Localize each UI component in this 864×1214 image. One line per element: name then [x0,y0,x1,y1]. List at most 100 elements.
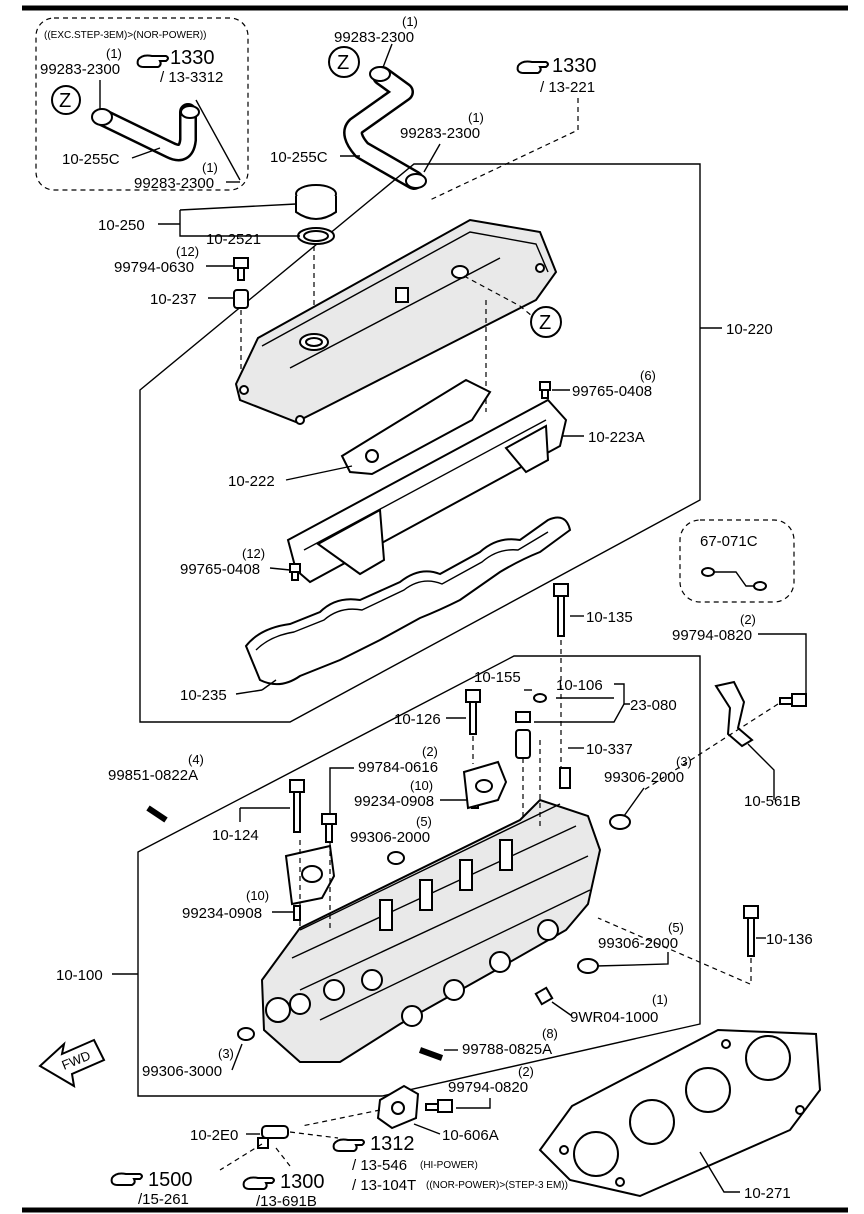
label-99234-b: 99234-0908 [182,905,262,922]
bolt-99794-0820-a [779,693,807,707]
label-67-071c: 67-071C [700,533,758,550]
nut-seal [515,711,531,723]
bolt-10-136 [743,905,759,957]
gasket-10-235 [244,516,572,686]
ref-1300: 1300 [280,1171,325,1193]
qty-99765-a: (6) [640,368,656,383]
qty-99306-a: (3) [676,754,692,769]
label-99794-0820-b: 99794-0820 [448,1079,528,1096]
z-marker-b-label: Z [337,52,349,74]
qty-99306-d: (3) [218,1046,234,1061]
plug-99306-d [237,1027,255,1041]
label-10-250: 10-250 [98,217,145,234]
ref-1330-a: 1330 [170,47,215,69]
qty-99234-a: (10) [410,778,433,793]
bracket-10-561b [714,680,754,748]
hand-pointer-icon [110,1172,143,1186]
ref-1330-b: 1330 [552,55,597,77]
label-99283-d: 99283-2300 [400,125,480,142]
label-10-223a: 10-223A [588,429,645,446]
z-marker-b [328,46,360,78]
variant-box-67-071c [679,519,795,603]
bolt-99794-0820-b [425,1099,453,1113]
label-10-2521: 10-2521 [206,231,261,248]
label-99306-d: 99306-3000 [142,1063,222,1080]
gasket-10-606a [376,1084,420,1130]
ref-1300-sub: /13-691B [256,1193,317,1210]
label-99784: 99784-0616 [358,759,438,776]
ref-1330-a-sub: / 13-3312 [160,69,223,86]
qty-99234-b: (10) [246,888,269,903]
qty-99283-a: (1) [106,46,122,61]
bolt-10-126 [465,689,481,735]
label-10-235: 10-235 [180,687,227,704]
label-10-255c-a: 10-255C [62,151,120,168]
label-99794-0630: 99794-0630 [114,259,194,276]
qty-99794-0820-a: (2) [740,612,756,627]
label-23-080: 23-080 [630,697,677,714]
label-99283-b: 99283-2300 [134,175,214,192]
head-gasket-10-271 [538,1028,822,1198]
group-10-220-outline [139,163,701,723]
bolt-99784 [321,813,337,843]
exc-variant-box [35,17,249,191]
group-10-100-outline [137,655,701,1097]
label-10-271: 10-271 [744,1185,791,1202]
screw-99765-b [289,563,301,581]
ref-1312-sub2-note: ((NOR-POWER)>(STEP-3 EM)) [426,1180,568,1191]
ref-1312-sub1-note: (HI-POWER) [420,1160,478,1171]
label-99788: 99788-0825A [462,1041,552,1058]
qty-99784: (2) [422,744,438,759]
label-10-155: 10-155 [474,669,521,686]
z-marker-c [530,306,562,338]
plug-99306-c [577,958,599,974]
label-99765-b: 99765-0408 [180,561,260,578]
seal-10-155 [533,693,547,703]
label-99306-c: 99306-2000 [598,935,678,952]
label-10-255c-b: 10-255C [270,149,328,166]
hand-pointer-icon [332,1138,365,1152]
ref-1500: 1500 [148,1169,193,1191]
baffle-plate-10-223a [286,398,568,584]
qty-99788: (8) [542,1026,558,1041]
harness-clip-67-071c [701,567,767,591]
label-99794-0820-a: 99794-0820 [672,627,752,644]
pin-10-337 [559,767,571,789]
label-10-606a: 10-606A [442,1127,499,1144]
qty-99851: (4) [188,752,204,767]
fwd-arrow-icon [38,1038,106,1088]
bolt-99794-0630 [233,257,249,281]
qty-9wr04: (1) [652,992,668,1007]
qty-99765-b: (12) [242,546,265,561]
qty-99283-c: (1) [402,14,418,29]
label-99306-a: 99306-2000 [604,769,684,786]
fitting-10-2e0 [257,1125,289,1149]
cylinder-head-body [260,798,602,1063]
grommet-10-237 [233,289,249,309]
label-10-337: 10-337 [586,741,633,758]
hose-10-255c-b [343,66,427,190]
label-10-220: 10-220 [726,321,773,338]
cam-cap-front [462,760,508,810]
label-10-100: 10-100 [56,967,103,984]
label-99283-c: 99283-2300 [334,29,414,46]
ref-1312: 1312 [370,1133,415,1155]
z-marker-a-label: Z [59,90,71,112]
label-99283-a: 99283-2300 [40,61,120,78]
label-10-106: 10-106 [556,677,603,694]
screw-99765-a [539,381,551,399]
z-marker-a [51,85,81,115]
ref-1330-b-sub: / 13-221 [540,79,595,96]
label-99306-b: 99306-2000 [350,829,430,846]
label-10-136: 10-136 [766,931,813,948]
injector-sleeve [515,729,531,759]
ref-1312-sub2: / 13-104T [352,1177,416,1194]
label-10-124: 10-124 [212,827,259,844]
cam-cap-rear [284,844,336,906]
hand-pointer-icon [242,1176,275,1190]
hand-pointer-icon [516,60,549,74]
plug-99306-b [387,851,405,865]
plug-99306-a [609,814,631,830]
label-10-135: 10-135 [586,609,633,626]
